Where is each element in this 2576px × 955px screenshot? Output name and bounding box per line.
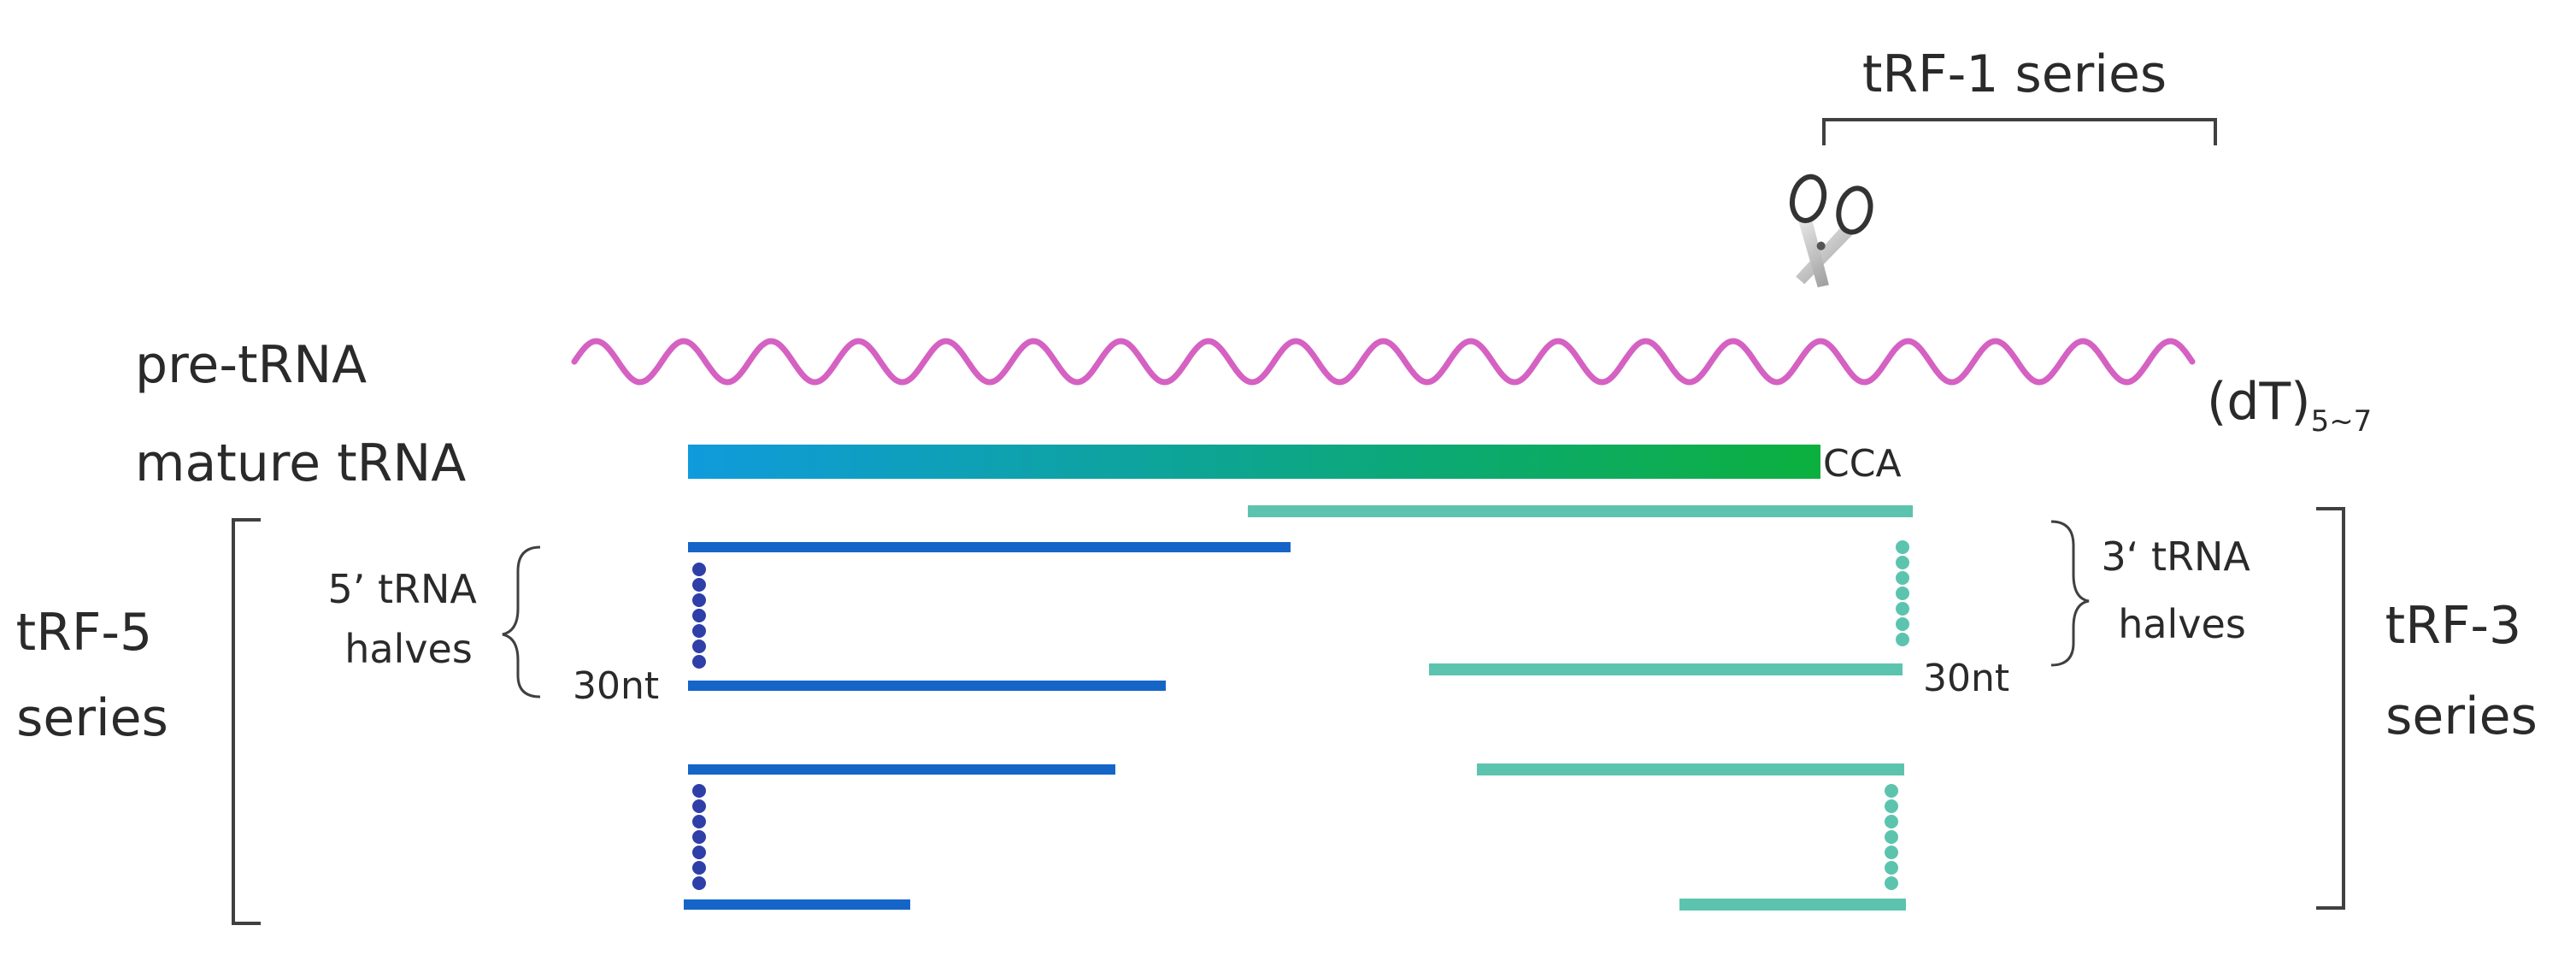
halves3-label: 3‘ tRNA halves — [2101, 534, 2262, 647]
pre-trna-label: pre-tRNA — [135, 335, 367, 395]
mature-trna-label: mature tRNA — [135, 433, 466, 493]
halves5-brace — [502, 545, 541, 699]
trf5-dot — [692, 609, 706, 622]
trf5-dot — [692, 640, 706, 653]
scissors-icon — [1790, 174, 1873, 288]
trf5-dot-column — [692, 563, 706, 669]
trf3-dot — [1896, 633, 1909, 646]
trf3-dot-column — [1885, 784, 1898, 890]
trf3-dot — [1896, 540, 1909, 554]
trf5-series-label: tRF-5 series — [16, 603, 169, 748]
trf3-bracket — [2316, 507, 2345, 910]
trf3-series-label: tRF-3 series — [2385, 596, 2538, 746]
trf5-dot — [692, 830, 706, 844]
trf3-dot — [1885, 830, 1898, 844]
pre-trna-wave — [571, 338, 2196, 386]
trf3-dot — [1885, 846, 1898, 859]
mature-trna-bar — [688, 445, 1820, 479]
trf5-dot — [692, 624, 706, 638]
trf3-dot — [1885, 815, 1898, 828]
trf1-bracket — [1822, 118, 2217, 145]
trf3-dot — [1885, 876, 1898, 890]
trf3-dot — [1896, 602, 1909, 616]
trf3-dot — [1896, 617, 1909, 631]
trf5-dot — [692, 784, 706, 798]
trf5-dot — [692, 578, 706, 592]
trf3-dot — [1896, 571, 1909, 585]
halves5-label: 5’ tRNA halves — [327, 566, 489, 672]
trf3-dot — [1885, 861, 1898, 875]
trf5-dot — [692, 593, 706, 607]
trf5-dot — [692, 861, 706, 875]
trf3-dot — [1885, 799, 1898, 813]
trf5-dot — [692, 799, 706, 813]
trf1-series-label: tRF-1 series — [1862, 44, 2167, 104]
nt5-label: 30nt — [573, 664, 659, 708]
trf5-dot — [692, 655, 706, 669]
trf5-dot — [692, 876, 706, 890]
trf5-dot-column — [692, 784, 706, 890]
trf3-dot — [1896, 587, 1909, 600]
trf5-dot — [692, 563, 706, 576]
dt-tail-label: (dT)5~7 — [2207, 372, 2372, 439]
trf5-bracket — [232, 518, 261, 925]
trf3-dot — [1885, 784, 1898, 798]
trf3-dot-column — [1896, 540, 1909, 646]
trf5-dot — [692, 815, 706, 828]
trf3-dot — [1896, 556, 1909, 569]
cca-label: CCA — [1823, 442, 1902, 486]
trf5-dot — [692, 846, 706, 859]
nt3-label: 30nt — [1923, 657, 2009, 700]
halves3-brace — [2050, 520, 2090, 667]
